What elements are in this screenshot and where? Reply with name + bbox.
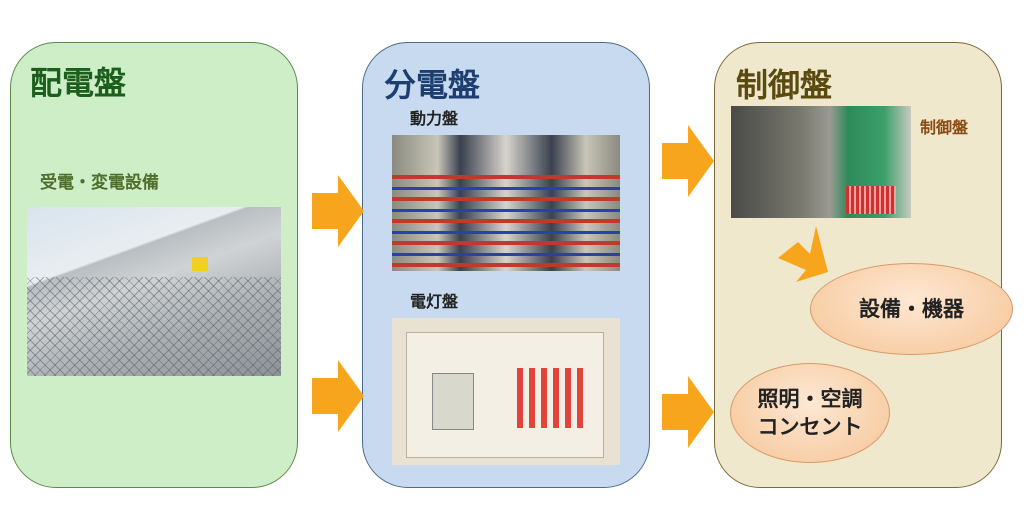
power-board-label: 動力盤 xyxy=(410,109,459,128)
arrow-down-right-icon xyxy=(778,226,828,282)
arrow-right-icon xyxy=(662,125,714,197)
substation-label: 受電・変電設備 xyxy=(40,173,159,193)
lighting-hvac-label: 照明・空調 xyxy=(757,386,863,411)
lighting-board-photo xyxy=(392,318,620,465)
arrow-right-icon xyxy=(662,376,714,448)
lighting-hvac-outlet-node: 照明・空調 コンセント xyxy=(730,363,890,463)
substation-photo xyxy=(27,207,281,376)
outlet-label: コンセント xyxy=(757,415,863,439)
equipment-node: 設備・機器 xyxy=(810,263,1013,355)
control-board-photo xyxy=(731,106,911,218)
lighting-board-label: 電灯盤 xyxy=(410,292,459,311)
branch-board-title: 分電盤 xyxy=(384,66,481,104)
control-board-photo-label: 制御盤 xyxy=(920,118,969,137)
arrow-right-icon xyxy=(312,175,364,247)
control-board-title: 制御盤 xyxy=(736,66,833,104)
arrow-right-icon xyxy=(312,360,364,432)
equipment-label: 設備・機器 xyxy=(859,296,964,321)
power-board-photo xyxy=(392,135,620,271)
distribution-board-title: 配電盤 xyxy=(30,64,127,102)
